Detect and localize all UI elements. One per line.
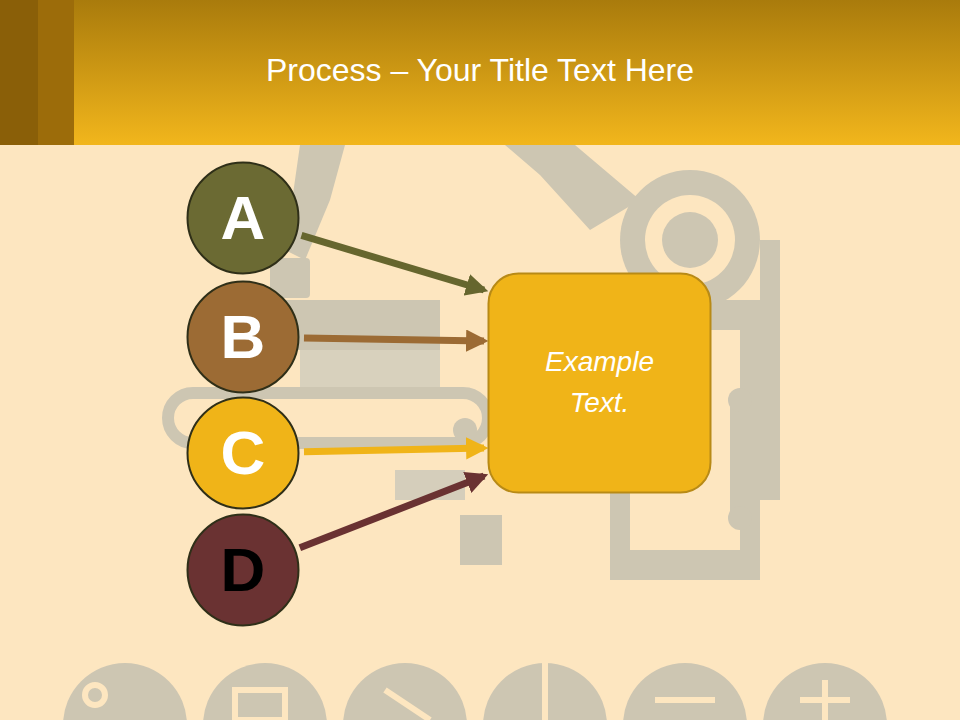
- letter-circle: C: [186, 396, 300, 510]
- slide-title: Process – Your Title Text Here: [0, 52, 960, 89]
- icon-marks: [85, 660, 850, 720]
- arrow-connector: [304, 448, 484, 452]
- circle-outline: [188, 163, 299, 274]
- letter-circle: A: [186, 161, 300, 275]
- circle-letter: D: [221, 525, 266, 615]
- circle-letter: C: [221, 408, 266, 498]
- letter-circle: B: [186, 280, 300, 394]
- process-box: Example Text.: [487, 272, 712, 494]
- node-shape: [487, 272, 712, 494]
- header-stripe: [38, 0, 74, 145]
- header-stripe: [0, 0, 38, 145]
- box-outline: [489, 274, 711, 493]
- arrow-connector: [301, 235, 484, 290]
- letter-circle: D: [186, 513, 300, 627]
- circle-outline: [188, 282, 299, 393]
- factory-illustration: [63, 145, 887, 720]
- circle-letter: B: [221, 292, 266, 382]
- circle-outline: [188, 398, 299, 509]
- circle-outline: [188, 515, 299, 626]
- arrow-connector: [304, 338, 484, 341]
- box-text: Example Text.: [525, 342, 675, 423]
- header-band: [0, 0, 960, 145]
- arrow-connector: [300, 476, 484, 548]
- circle-letter: A: [221, 173, 266, 263]
